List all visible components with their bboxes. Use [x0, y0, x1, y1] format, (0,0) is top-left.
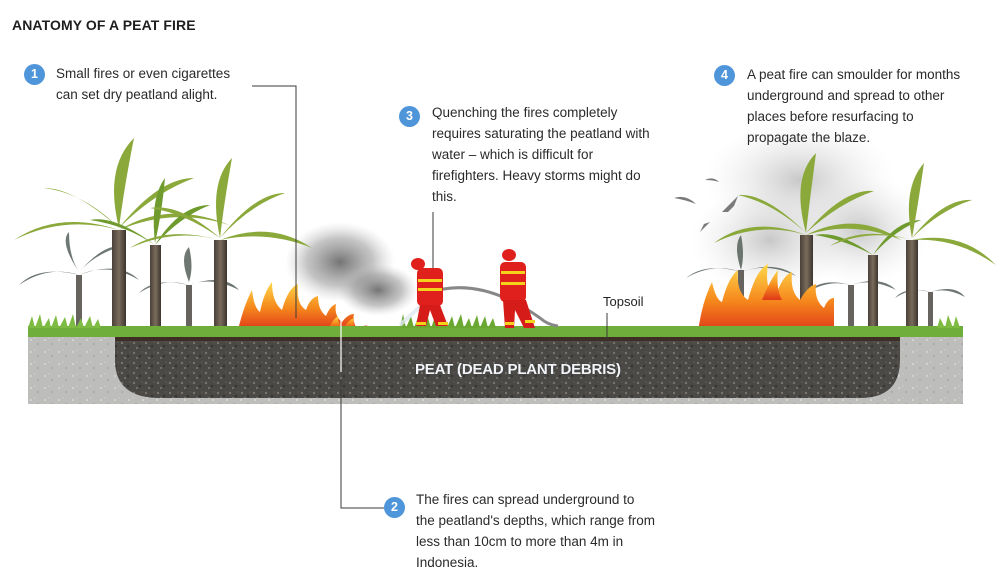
callout-text: A peat fire can smoulder for months unde…	[747, 67, 961, 145]
callout-text: Small fires or even cigarettes can set d…	[56, 66, 231, 102]
leader-line-2	[340, 380, 384, 509]
firefighter-2	[500, 249, 535, 328]
smoke-left	[285, 222, 418, 316]
firefighter-1	[411, 258, 448, 326]
smoke-right	[690, 120, 930, 295]
topsoil-label: Topsoil	[603, 294, 644, 309]
fire-right	[698, 264, 834, 332]
palm-trees-left	[14, 138, 312, 335]
birds	[674, 178, 738, 232]
leader-line-1	[252, 85, 297, 318]
callout-text: The fires can spread underground to the …	[416, 492, 655, 570]
peat-layer-label: PEAT (DEAD PLANT DEBRIS)	[415, 361, 621, 378]
callout-number-badge: 1	[24, 64, 45, 85]
callout-number-badge: 2	[384, 497, 405, 518]
callout-number-badge: 4	[714, 65, 735, 86]
callout-number-badge: 3	[399, 106, 420, 127]
diagram-title: ANATOMY OF A PEAT FIRE	[12, 17, 196, 33]
peat-layer	[115, 336, 900, 398]
leader-lines	[252, 85, 608, 509]
topsoil-layer	[115, 336, 900, 341]
water-hose	[427, 286, 559, 328]
callout-text: Quenching the fires completely requires …	[432, 105, 650, 204]
